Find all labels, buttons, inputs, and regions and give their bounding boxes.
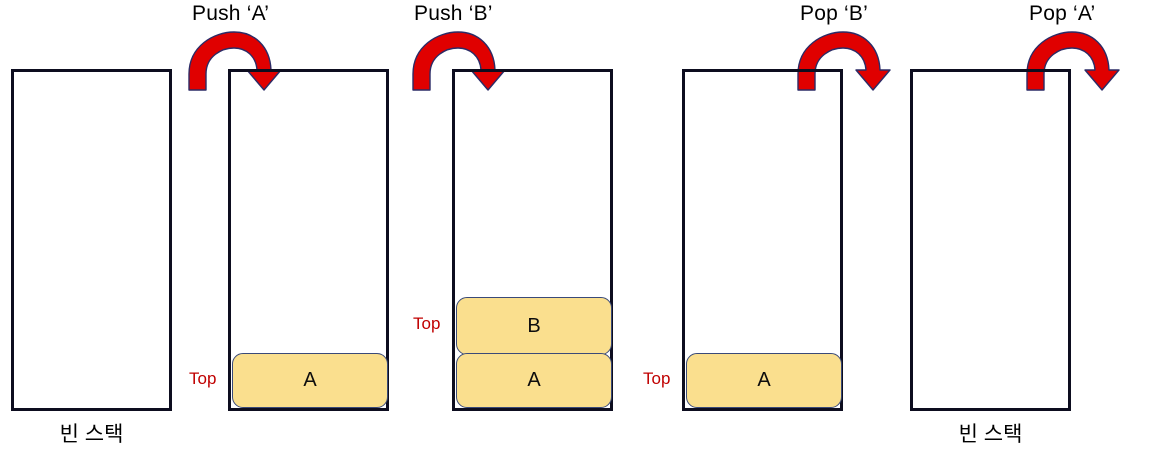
stack-container-4 [682,69,843,411]
stack-caption-1: 빈 스택 [59,423,124,446]
top-pointer-label-4: Top [643,369,671,388]
top-pointer-label-3: Top [413,314,441,333]
operation-label-pop-a: Pop ‘A’ [1029,2,1096,25]
stack-container-5 [910,69,1071,411]
operation-label-push-b: Push ‘B’ [414,2,493,25]
stack-container-1 [11,69,172,411]
curved-arrow-icon-push-a [188,31,282,91]
curved-arrow-icon-push-b [412,31,506,91]
stack-container-3 [452,69,613,411]
operation-label-push-a: Push ‘A’ [192,2,270,25]
curved-arrow-icon-pop-a [1026,31,1120,91]
curved-arrow-icon-pop-b [797,31,891,91]
stack-container-2 [228,69,389,411]
top-pointer-label-2: Top [189,369,217,388]
stack-cell-b-3: B [456,297,612,355]
stack-cell-a-4: A [686,353,842,408]
operation-label-pop-b: Pop ‘B’ [800,2,868,25]
stack-caption-5: 빈 스택 [958,423,1023,446]
stack-cell-a-3: A [456,353,612,408]
stack-cell-a-2: A [232,353,388,408]
